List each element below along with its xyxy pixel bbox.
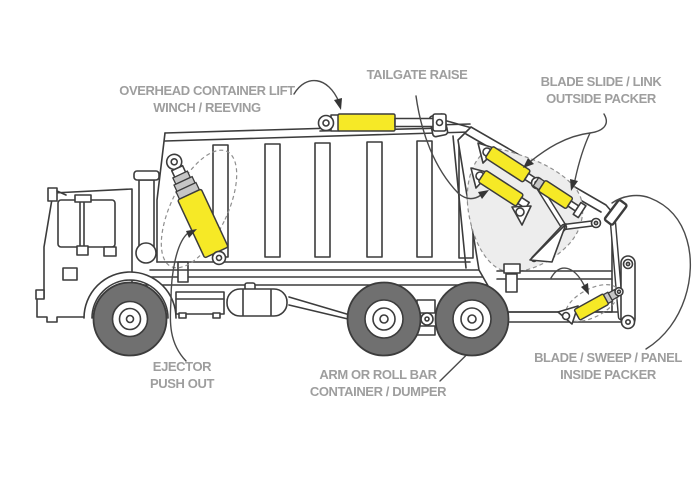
overhead-lift-cylinder-barrel — [337, 113, 396, 132]
truck-body — [149, 113, 506, 271]
suspension-line — [288, 304, 349, 320]
air-tank — [135, 242, 157, 264]
label-line: PUSH OUT — [150, 375, 214, 391]
packer-cylinders — [470, 142, 602, 229]
arrowhead — [581, 283, 589, 295]
label-line: INSIDE PACKER — [560, 366, 656, 382]
leader-inside-packer — [550, 267, 585, 286]
front-wheel — [92, 281, 168, 357]
label-line: CONTAINER / DUMPER — [309, 383, 447, 399]
leader-lines — [169, 79, 691, 362]
rear-wheel-rear — [434, 281, 510, 357]
label-line: ARM OR ROLL BAR — [319, 367, 437, 382]
label-line: BLADE / SWEEP / PANEL — [534, 350, 682, 365]
leader-blade-slide-1 — [530, 113, 608, 162]
arrowhead — [478, 190, 489, 199]
label-tailgate-raise: TAILGATE RAISE — [367, 67, 468, 84]
arrowhead — [334, 98, 342, 110]
rear-wheel-front — [346, 281, 422, 357]
label-line: BLADE SLIDE / LINK — [540, 74, 662, 89]
leader-blade-slide-2 — [574, 132, 591, 181]
exhaust-stack — [133, 170, 160, 249]
label-ejector: EJECTOR PUSH OUT — [150, 359, 214, 392]
cab-step — [62, 267, 78, 281]
suspension-line — [288, 296, 351, 316]
linkage-wedge — [529, 223, 567, 263]
label-blade-sweep: BLADE / SWEEP / PANEL INSIDE PACKER — [534, 350, 682, 383]
tailgate-corner-latch — [603, 199, 628, 226]
ejector-cylinder — [160, 149, 238, 269]
leader-overhead-lift — [293, 79, 340, 103]
arrowhead — [523, 158, 534, 168]
label-overhead-container-lift: OVERHEAD CONTAINER LIFT WINCH / REEVING — [119, 83, 295, 116]
inside-packer-cylinder — [557, 284, 624, 325]
body-rib — [366, 141, 383, 258]
cab-window — [57, 199, 116, 248]
fuel-tank — [226, 288, 288, 317]
body-front-wall — [156, 132, 166, 263]
door-handle — [103, 246, 117, 257]
battery-box — [175, 291, 225, 315]
label-line: OVERHEAD CONTAINER LIFT — [119, 83, 295, 98]
body-rib — [416, 140, 433, 258]
leader-ejector — [169, 232, 189, 362]
arrowhead — [186, 229, 197, 238]
overhead-lift-cylinder-rod — [394, 117, 436, 128]
body-rib — [264, 143, 281, 258]
label-line: TAILGATE RAISE — [366, 67, 468, 82]
tailgate — [457, 126, 636, 330]
label-line: OUTSIDE PACKER — [546, 90, 656, 106]
mirror — [47, 187, 58, 202]
label-line: EJECTOR — [152, 359, 212, 374]
body-rib — [314, 142, 331, 258]
overhead-lift-cylinder — [317, 113, 448, 132]
label-blade-slide: BLADE SLIDE / LINK OUTSIDE PACKER — [541, 74, 662, 107]
headlight — [35, 289, 45, 300]
leader-tailgate-raise — [415, 95, 482, 200]
arrowhead — [570, 179, 578, 191]
label-arm-roll-bar: ARM OR ROLL BAR CONTAINER / DUMPER — [309, 367, 447, 400]
leader-inside-packer-arc — [611, 194, 691, 350]
label-line: WINCH / REEVING — [153, 99, 261, 115]
